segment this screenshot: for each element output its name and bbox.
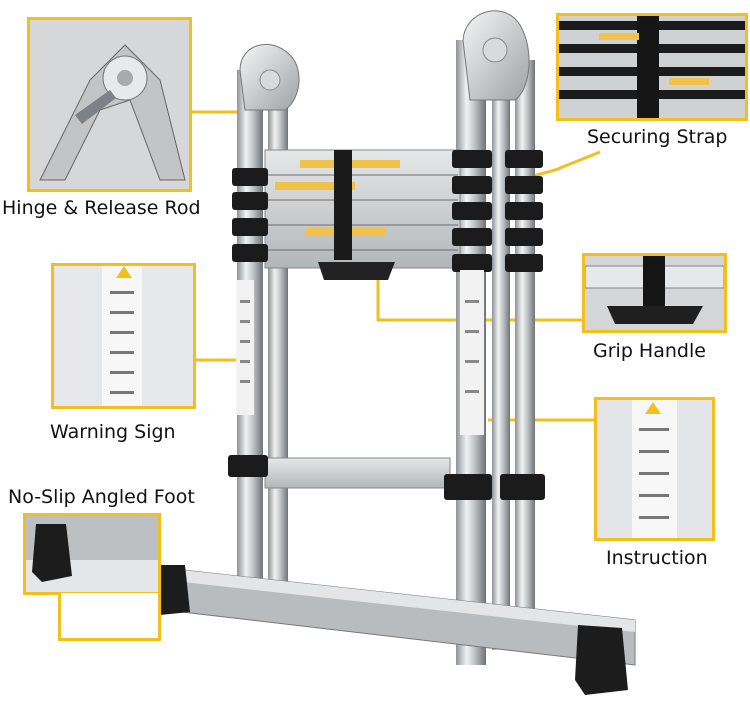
- hinge-detail-image: [30, 20, 189, 189]
- grip-label: Grip Handle: [593, 340, 706, 362]
- hinge-callout: [27, 17, 192, 192]
- foot-callout-extension: [58, 593, 161, 641]
- hinge-label: Hinge & Release Rod: [2, 197, 201, 219]
- foot-callout: [23, 513, 161, 595]
- grip-detail-image: [585, 256, 724, 330]
- foot-label: No-Slip Angled Foot: [8, 486, 195, 508]
- warning-label: Warning Sign: [50, 421, 176, 443]
- instruction-detail-image: [597, 400, 712, 538]
- instruction-callout: [594, 397, 715, 541]
- instruction-label: Instruction: [606, 547, 708, 569]
- grip-callout: [582, 253, 727, 333]
- warning-detail-image: [54, 266, 193, 406]
- warning-callout: [51, 263, 196, 409]
- foot-detail-image: [26, 516, 158, 592]
- strap-label: Securing Strap: [587, 126, 728, 148]
- strap-detail-image: [559, 16, 745, 118]
- strap-callout: [556, 13, 748, 121]
